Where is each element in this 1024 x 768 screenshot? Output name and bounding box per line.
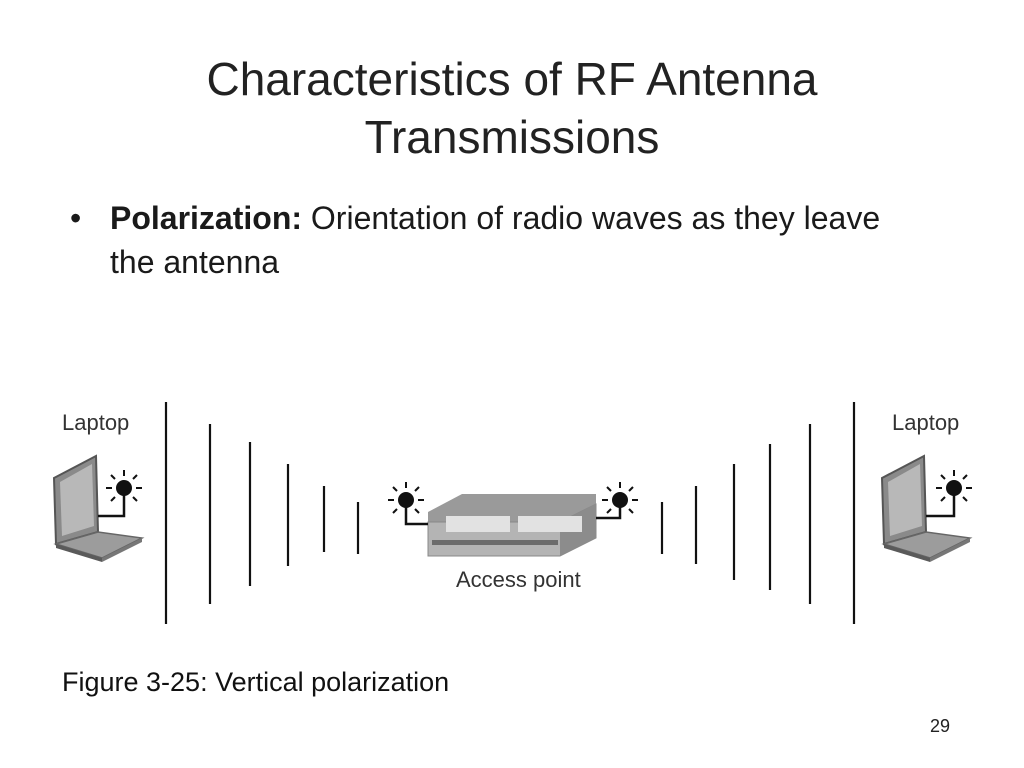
access-point-label: Access point [456,567,581,592]
left-laptop-antenna-icon [98,470,142,518]
left-laptop-label: Laptop [62,410,129,435]
slide-title-line-2: Transmissions [364,111,660,163]
access-point-right-antenna-icon [596,482,638,520]
left-laptop-icon [52,454,145,562]
figure-caption: Figure 3-25: Vertical polarization [62,667,450,697]
slide-title-line-1: Characteristics of RF Antenna [206,53,818,105]
right-laptop-antenna-icon [926,470,972,518]
bullet-text-block: Polarization: Orientation of radio waves… [110,196,930,284]
polarization-diagram: Laptop Laptop Access point [52,402,973,624]
left-wave-bars [164,402,360,624]
access-point-icon [427,494,597,557]
page-number: 29 [930,716,951,736]
bullet-term: Polarization: [110,200,303,236]
right-laptop-icon [880,454,973,562]
right-wave-bars [660,402,856,624]
bullet-description: Orientation of radio waves as they leave… [110,200,881,280]
bullet-marker: • [70,200,82,236]
access-point-left-antenna-icon [388,482,428,526]
right-laptop-label: Laptop [892,410,959,435]
slide-title: Characteristics of RF Antenna Transmissi… [0,50,1024,166]
polarization-figure: Laptop Laptop Access point [40,390,984,640]
bullet-item: • Polarization: Orientation of radio wav… [70,196,930,284]
